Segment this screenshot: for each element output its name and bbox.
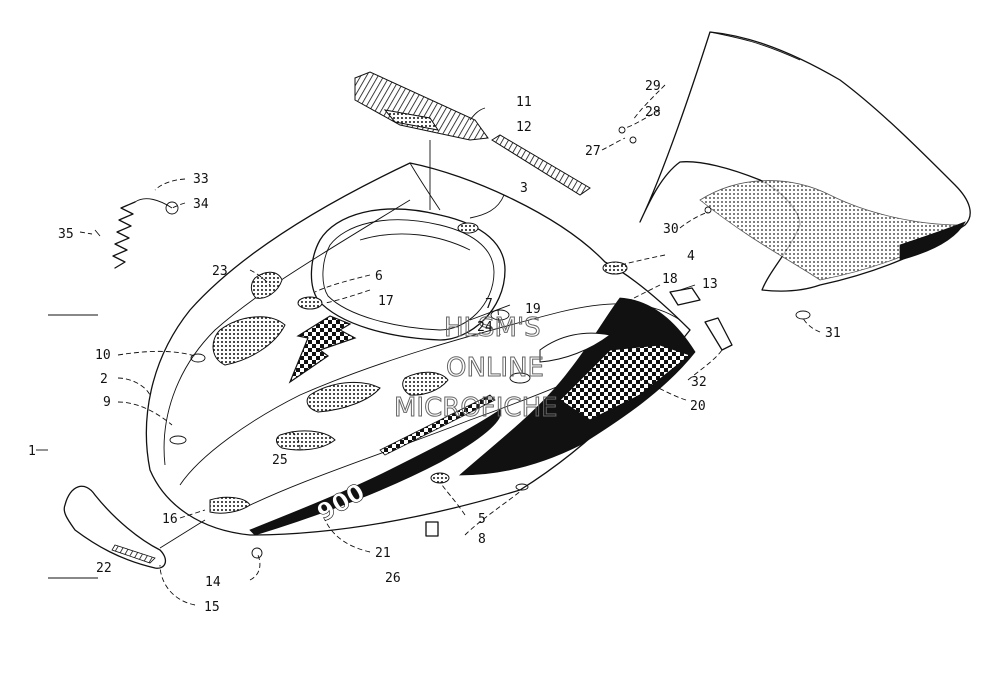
watermark: HLSM'S ONLINE MICROFICHE bbox=[394, 313, 559, 424]
front-decal-strip: 900 bbox=[249, 394, 502, 536]
callouts: 1 2 3 4 5 6 7 8 9 10 11 12 13 14 15 16 1… bbox=[28, 79, 841, 615]
callout-14: 14 bbox=[205, 575, 221, 590]
callout-23: 23 bbox=[212, 264, 228, 279]
callout-25: 25 bbox=[272, 453, 288, 468]
watermark-line-1: HLSM'S bbox=[444, 313, 541, 343]
callout-31: 31 bbox=[825, 326, 841, 341]
callout-22: 22 bbox=[96, 561, 112, 576]
arrow-logo-decal bbox=[288, 315, 357, 384]
callout-24: 24 bbox=[477, 320, 493, 335]
callout-19: 19 bbox=[525, 302, 541, 317]
callout-10: 10 bbox=[95, 348, 111, 363]
callout-11: 11 bbox=[516, 95, 532, 110]
watermark-line-3: MICROFICHE bbox=[394, 393, 558, 423]
leader-lines bbox=[36, 84, 821, 606]
callout-17: 17 bbox=[378, 294, 394, 309]
callout-13: 13 bbox=[702, 277, 718, 292]
callout-20: 20 bbox=[690, 399, 706, 414]
callout-15: 15 bbox=[204, 600, 220, 615]
callout-35: 35 bbox=[58, 227, 74, 242]
windshield bbox=[639, 31, 971, 292]
callout-7: 7 bbox=[485, 297, 493, 312]
callout-4: 4 bbox=[687, 249, 695, 264]
callout-26: 26 bbox=[385, 571, 401, 586]
callout-27: 27 bbox=[585, 144, 601, 159]
callout-2: 2 bbox=[100, 372, 108, 387]
callout-34: 34 bbox=[193, 197, 209, 212]
watermark-line-2: ONLINE bbox=[446, 353, 544, 383]
vent-decals bbox=[169, 222, 628, 514]
callout-18: 18 bbox=[662, 272, 678, 287]
callout-32: 32 bbox=[691, 375, 707, 390]
callout-30: 30 bbox=[663, 222, 679, 237]
callout-5: 5 bbox=[478, 512, 486, 527]
callout-33: 33 bbox=[193, 172, 209, 187]
callout-3: 3 bbox=[520, 181, 528, 196]
callout-6: 6 bbox=[375, 269, 383, 284]
top-vent-decal bbox=[354, 71, 489, 141]
stripe-decal bbox=[491, 134, 591, 196]
callout-16: 16 bbox=[162, 512, 178, 527]
side-decal bbox=[458, 297, 696, 476]
small-parts bbox=[63, 126, 811, 569]
callout-29: 29 bbox=[645, 79, 661, 94]
callout-9: 9 bbox=[103, 395, 111, 410]
callout-28: 28 bbox=[645, 105, 661, 120]
callout-8: 8 bbox=[478, 532, 486, 547]
callout-21: 21 bbox=[375, 546, 391, 561]
callout-12: 12 bbox=[516, 120, 532, 135]
callout-1: 1 bbox=[28, 444, 36, 459]
